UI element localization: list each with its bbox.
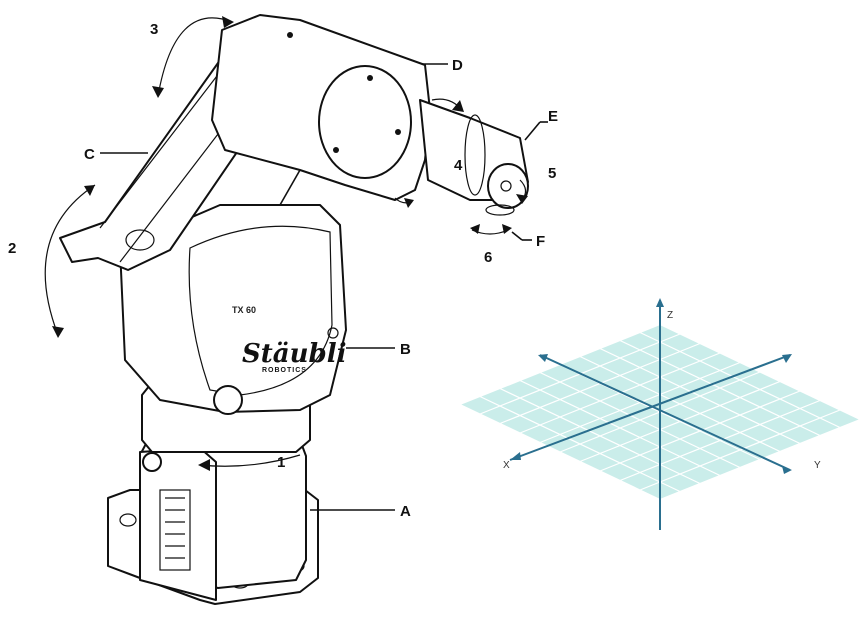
callout-E: E [548, 108, 558, 125]
base-bolt-hole-1 [119, 513, 137, 527]
z-axis-label: Z [667, 310, 673, 321]
callout-A: A [400, 503, 411, 520]
axis-number-4: 4 [454, 157, 463, 174]
y-axis [509, 354, 791, 461]
grid-line [619, 339, 821, 437]
callout-D: D [452, 57, 463, 74]
grid-line [599, 390, 801, 472]
axis-number-5: 5 [548, 165, 556, 182]
grid-line [579, 380, 781, 463]
grid-line [639, 331, 841, 429]
axis-number-1: 1 [277, 454, 285, 471]
robot-shoulder-housing [119, 204, 347, 413]
callout-B: B [400, 341, 411, 358]
model-label: TX 60 [232, 305, 256, 315]
grid-line [659, 418, 861, 501]
brand-logo: Stäubli [242, 339, 346, 369]
axis-number-2: 2 [8, 240, 16, 257]
grid-line [639, 409, 841, 491]
grid-line [619, 399, 821, 482]
axis-number-3: 3 [150, 21, 158, 38]
callout-leaders [100, 63, 548, 511]
brand-logo-subtext: ROBOTICS [262, 367, 307, 374]
grid-line [579, 355, 781, 453]
forearm-motor-cover [318, 65, 412, 179]
x-axis [539, 354, 791, 471]
elbow-cap [125, 229, 155, 251]
leader-F [511, 231, 523, 241]
grid-line [659, 323, 861, 421]
x-axis-label: X [503, 460, 510, 471]
y-axis-label: Y [814, 460, 821, 471]
grid-line [599, 347, 801, 445]
shoulder-cap [213, 385, 243, 415]
axis-number-6: 6 [484, 249, 492, 266]
callout-F: F [536, 233, 545, 250]
coordinate-frame: Z X Y [459, 298, 861, 530]
connector-block [159, 489, 191, 571]
robot-arm: TX 60 Stäubli ROBOTICS [44, 14, 529, 605]
connector-plug [142, 452, 162, 472]
leader-E [524, 121, 541, 141]
callout-C: C [84, 146, 95, 163]
